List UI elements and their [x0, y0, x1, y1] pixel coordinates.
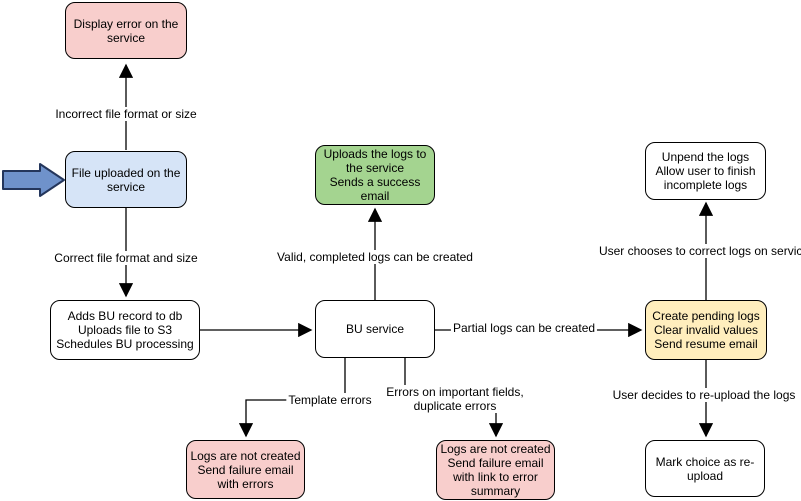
edge-label-user-corrects: User chooses to correct logs on service — [596, 244, 801, 258]
node-create-pending-logs: Create pending logs Clear invalid values… — [645, 300, 767, 360]
node-adds-bu-record: Adds BU record to db Uploads file to S3 … — [50, 300, 200, 360]
edge-label-incorrect-format: Incorrect file format or size — [53, 107, 199, 121]
edge-label-template-errors: Template errors — [286, 393, 374, 407]
edge-label-important-field-errors: Errors on important fields, duplicate er… — [384, 385, 526, 413]
edge-label-partial-logs: Partial logs can be created — [450, 321, 598, 335]
node-logs-not-created-template-errors: Logs are not created Send failure email … — [186, 440, 305, 499]
node-unpend-logs: Unpend the logs Allow user to finish inc… — [645, 142, 766, 200]
edge-label-correct-format: Correct file format and size — [52, 251, 200, 265]
node-mark-choice-reupload: Mark choice as re- upload — [645, 440, 765, 497]
edge-label-user-reuploads: User decides to re-upload the logs — [610, 388, 798, 402]
node-bu-service: BU service — [315, 300, 435, 358]
node-file-uploaded: File uploaded on the service — [65, 151, 187, 208]
node-display-error: Display error on the service — [65, 2, 187, 59]
node-uploads-logs-success: Uploads the logs to the service Sends a … — [315, 145, 435, 205]
entry-arrow-icon — [2, 163, 65, 197]
node-logs-not-created-field-errors: Logs are not created Send failure email … — [436, 440, 555, 500]
edge-label-valid-logs: Valid, completed logs can be created — [275, 250, 475, 264]
